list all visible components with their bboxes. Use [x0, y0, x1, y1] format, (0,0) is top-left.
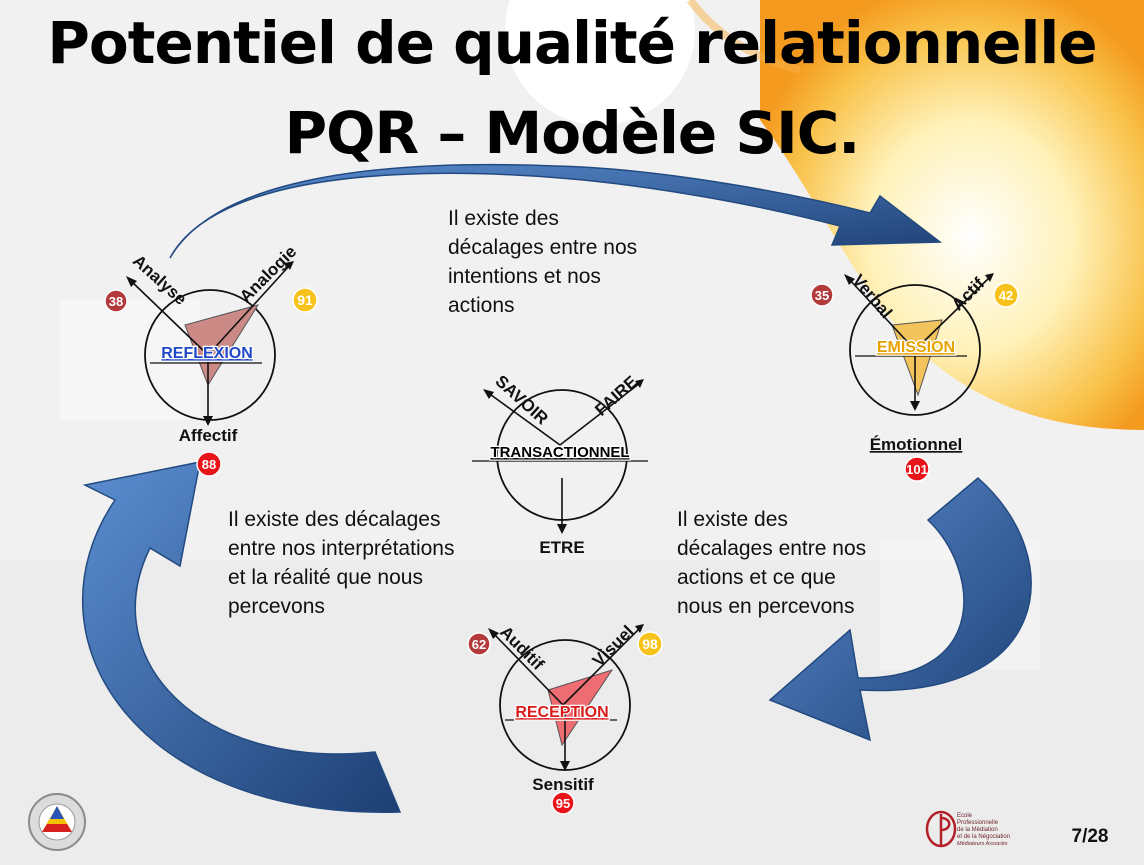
reception-right-score-badge — [637, 631, 663, 657]
text-line: actions — [448, 294, 515, 317]
reflexion-right-score-badge — [292, 287, 318, 313]
text-line: décalages entre nos — [448, 236, 638, 259]
percevons-text-block: Il existe des décalages entre nos action… — [677, 505, 866, 621]
reflexion-left-score-badge — [104, 289, 128, 313]
emission-right-score-badge — [993, 282, 1019, 308]
slide-title-line1: Potentiel de qualité relationnelle — [47, 9, 1097, 77]
logo-text-line: Professionnelle — [957, 820, 999, 826]
text-line: intentions et nos — [448, 265, 601, 288]
interpretations-text-block: Il existe des décalages entre nos interp… — [228, 505, 454, 621]
slide-title-line2: PQR – Modèle SIC. — [284, 99, 861, 167]
ecole-mediation-logo-icon: Ecole Professionnelle de la Médiation et… — [925, 810, 1010, 848]
emission-bottom-score: 101 — [906, 462, 928, 477]
logo-text-line: et de la Négociation — [957, 834, 1010, 840]
reception-triangle — [547, 669, 614, 747]
emission-left-score-badge — [810, 283, 834, 307]
reception-right-score: 98 — [642, 636, 658, 652]
text-line: décalages entre nos — [677, 537, 867, 560]
reception-left-score-badge — [467, 632, 491, 656]
logo-text-line: Ecole — [957, 813, 973, 819]
arrow-reflexion-to-emission — [169, 163, 943, 259]
text-line: Il existe des — [448, 207, 559, 230]
emission-title: EMISSION — [877, 339, 955, 356]
reception-bottom-score: 95 — [556, 796, 570, 811]
reception-bottom-axis: Sensitif — [532, 775, 594, 794]
text-line: et la réalité que nous — [228, 566, 423, 589]
emission-bottom-axis: Émotionnel — [870, 435, 963, 454]
reflexion-bottom-axis: Affectif — [179, 426, 238, 445]
reception-bottom-score-badge — [551, 791, 575, 815]
arrow-reception-to-reflexion — [81, 461, 402, 813]
reflexion-bottom-score-badge — [196, 451, 222, 477]
text-line: percevons — [228, 595, 325, 618]
neutralite-impartialite-seal-icon — [28, 793, 86, 851]
reception-title: RECEPTION — [515, 704, 608, 721]
emission-right-score: 42 — [999, 288, 1013, 303]
text-line: entre nos interprétations — [228, 537, 455, 560]
arrow-emission-to-reception — [768, 477, 1032, 742]
reflexion-bottom-score: 88 — [202, 457, 216, 472]
logo-text-line: Médiateurs Associés — [957, 841, 1008, 847]
transactionnel-bottom-axis: ETRE — [539, 538, 584, 557]
text-line: Il existe des — [677, 508, 788, 531]
reflexion-right-score: 91 — [297, 292, 313, 308]
intentions-text-block: Il existe des décalages entre nos intent… — [448, 204, 637, 320]
text-line: Il existe des décalages — [228, 508, 441, 531]
reflexion-title: REFLEXION — [161, 345, 253, 362]
logo-text-line: de la Médiation — [957, 827, 998, 833]
flow-arrows — [81, 163, 1032, 813]
reception-diagram: RECEPTION Auditif Visuel Sensitif 62 98 … — [467, 622, 663, 815]
reflexion-left-score: 38 — [109, 294, 123, 309]
page-number: 7/28 — [1072, 826, 1109, 847]
emission-bottom-score-badge — [904, 456, 930, 482]
text-line: actions et ce que — [677, 566, 836, 589]
text-line: nous en percevons — [677, 595, 855, 618]
reflexion-triangle — [184, 304, 260, 387]
transactionnel-title: TRANSACTIONNEL — [490, 444, 629, 461]
reception-left-score: 62 — [472, 637, 486, 652]
emission-left-score: 35 — [815, 288, 829, 303]
